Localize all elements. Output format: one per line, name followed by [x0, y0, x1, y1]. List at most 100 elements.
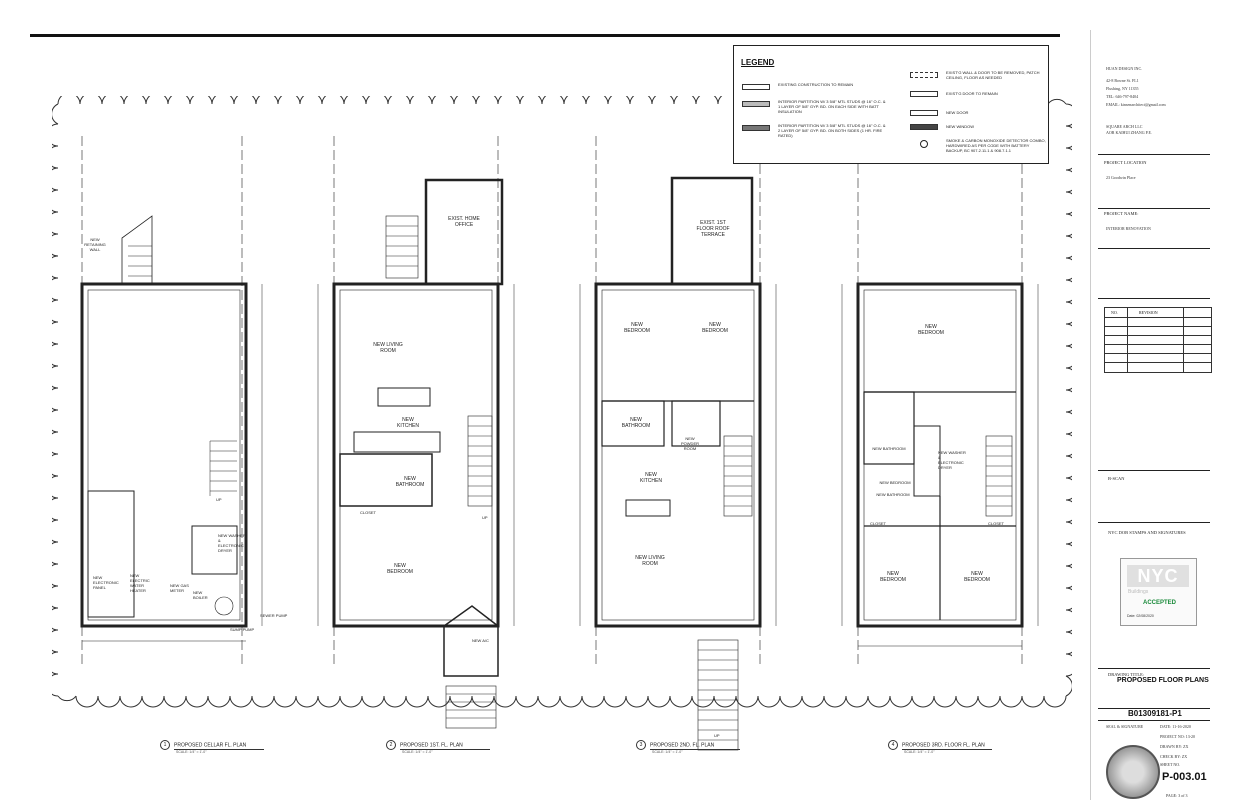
legend-item-1: EXISTING CONSTRUCTION TO REMAIN: [778, 82, 854, 87]
cellar-panel-label: NEW ELECTRONIC PANEL: [93, 575, 119, 590]
cellar-boiler-label: NEW BOILER: [193, 590, 208, 600]
revision-header: REVISION: [1139, 310, 1158, 315]
third-bedroom-2-label: NEW BEDROOM: [879, 480, 911, 485]
third-bathroom-1-label: NEW BATHROOM: [872, 446, 906, 451]
professional-seal-icon: [1106, 745, 1160, 799]
drawn-by-field: DRAWN BY: ZX: [1160, 744, 1189, 749]
plan-number-4: 4: [888, 740, 898, 750]
first-kitchen-label: NEW KITCHEN: [397, 417, 419, 429]
drawing-title-label: DRAWING TITLE:: [1108, 672, 1145, 677]
first-bathroom-label: NEW BATHROOM: [395, 476, 425, 488]
firm-address-1: 42-8 Bowne St. FL1: [1106, 78, 1139, 83]
third-bathroom-2-label: NEW BATHROOM: [876, 492, 910, 497]
plan-number-2: 2: [386, 740, 396, 750]
check-by-field: CHECK BY: ZX: [1160, 754, 1188, 759]
floor-plans-drawing: [52, 96, 1072, 751]
revision-cloud-path: [52, 96, 1072, 708]
legend-title: LEGEND: [741, 58, 775, 67]
legend-item-7: NEW WINDOW: [946, 124, 974, 129]
accepted-stamp: ACCEPTED: [1143, 600, 1177, 606]
job-number: B01309181-P1: [1128, 709, 1182, 718]
legend-item-4: EXIST'G WALL & DOOR TO BE REMOVED, PATCH…: [946, 70, 1040, 80]
revision-table: NO. REVISION: [1104, 307, 1212, 373]
second-terrace-label: EXIST. 1ST FLOOR ROOF TERRACE: [696, 220, 730, 238]
firm-name: HUAN DESIGN INC.: [1106, 66, 1143, 71]
nyc-logo: NYC: [1127, 565, 1189, 587]
firm-address-2: Flushing, NY 11355: [1106, 86, 1139, 91]
stamp-date: Date: 02/08/2020: [1127, 614, 1154, 618]
plan-caption-3: 3 PROPOSED 2ND. FL. PLAN SCALE: 1/4" = 1'…: [636, 740, 740, 754]
second-kitchen-label: NEW KITCHEN: [640, 472, 662, 484]
plan-number-3: 3: [636, 740, 646, 750]
project-name-label: PROJECT NAME:: [1104, 211, 1139, 216]
legend-item-6: NEW DOOR: [946, 110, 969, 115]
first-up-label: UP: [482, 515, 488, 520]
third-bedroom-4-label: NEW BEDROOM: [964, 571, 990, 583]
architect-aor: AOR KAIHUI ZHANG P.E.: [1106, 130, 1152, 135]
second-up-label: UP: [714, 733, 720, 738]
legend-symbol-new-door: [910, 110, 938, 116]
project-location: 23 Goodwin Place: [1106, 175, 1136, 180]
firm-email: EMAIL: kinsenarchitect@gmail.com: [1106, 102, 1166, 107]
revision-no-header: NO.: [1111, 310, 1118, 315]
plan-number-1: 1: [160, 740, 170, 750]
firm-tel: TEL: 646-797-8404: [1106, 94, 1139, 99]
title-block-border: [1090, 30, 1091, 800]
legend-box: LEGEND EXISTING CONSTRUCTION TO REMAIN I…: [733, 45, 1049, 164]
sheet-label: SHEET NO.: [1160, 762, 1181, 767]
plan-scale-2: SCALE: 1/4" = 1'-0": [402, 750, 433, 754]
architect-name: SQUARE ARCH LLC: [1106, 124, 1143, 129]
plan-scale-4: SCALE: 1/4" = 1'-0": [904, 750, 935, 754]
cellar-heater-label: NEW ELECTRIC WATER HEATER: [130, 573, 150, 593]
legend-symbol-existing: [742, 84, 770, 90]
revision-cloud: [52, 96, 1072, 708]
third-floor-plan: [841, 136, 1039, 666]
page-field: PAGE: 3 of 3: [1166, 793, 1188, 798]
first-ac-label: NEW A/C: [472, 638, 489, 643]
plan-scale-1: SCALE: 1/4" = 1'-0": [176, 750, 207, 754]
third-bedroom-3-label: NEW BEDROOM: [880, 571, 906, 583]
legend-symbol-removed: [910, 72, 938, 78]
plan-caption-1-text: PROPOSED CELLAR FL. PLAN: [174, 742, 247, 749]
legend-item-8: SMOKE & CARBON MONOXIDE DETECTOR COMBO, …: [946, 138, 1046, 153]
cellar-sump-pump-label: SUMP PUMP: [230, 627, 255, 632]
plan-caption-4-text: PROPOSED 3RD. FLOOR FL. PLAN: [902, 742, 985, 749]
legend-item-2: INTERIOR PARTITION W/ 3 5/8" MTL STUDS @…: [778, 99, 886, 114]
legend-symbol-new-window: [910, 124, 938, 130]
second-living-room-label: NEW LIVING ROOM: [635, 555, 665, 567]
nyc-dob-stamp: NYC Buildings ACCEPTED Date: 02/08/2020: [1120, 558, 1197, 626]
sheet-number: P-003.01: [1162, 771, 1207, 783]
legend-symbol-fire-partition: [742, 125, 770, 131]
second-bedroom-2-label: NEW BEDROOM: [702, 322, 728, 334]
plan-caption-4: 4 PROPOSED 3RD. FLOOR FL. PLAN SCALE: 1/4…: [888, 740, 992, 754]
bscan-label: B-SCAN: [1108, 476, 1125, 481]
cellar-retaining-wall-label: NEW RETAINING WALL: [84, 237, 106, 252]
cellar-washer-label: NEW WASHER & ELECTRONIC DRYER: [218, 533, 246, 553]
plan-caption-3-text: PROPOSED 2ND. FL. PLAN: [650, 742, 715, 749]
third-closet-2-label: CLOSET: [988, 521, 1005, 526]
legend-item-3: INTERIOR PARTITION W/ 3 5/8" MTL STUDS @…: [778, 123, 886, 138]
first-floor-plan: [317, 136, 515, 729]
cellar-sewer-pump-label: SEWER PUMP: [260, 613, 288, 618]
first-living-room-label: NEW LIVING ROOM: [373, 342, 403, 354]
project-no-field: PROJECT NO: 13-20: [1160, 734, 1196, 739]
first-closet-label: CLOSET: [360, 510, 377, 515]
seal-label: SEAL & SIGNATURE: [1106, 724, 1144, 729]
third-washer-label: NEW WASHER & ELECTRONIC DRYER: [938, 450, 966, 470]
second-powder-room-label: NEW POWDER ROOM: [681, 436, 699, 451]
plan-caption-2-text: PROPOSED 1ST. FL. PLAN: [400, 742, 463, 749]
cellar-plan: [80, 136, 263, 666]
plan-caption-1: 1 PROPOSED CELLAR FL. PLAN SCALE: 1/4" = …: [160, 740, 264, 754]
plan-scale-3: SCALE: 1/4" = 1'-0": [652, 750, 683, 754]
dob-stamps-label: NYC DOB STAMPS AND SIGNATURES: [1108, 530, 1186, 535]
title-block: HUAN DESIGN INC. 42-8 Bowne St. FL1 Flus…: [1098, 30, 1210, 800]
second-floor-plan: [579, 136, 777, 751]
project-location-label: PROJECT LOCATION: [1104, 160, 1147, 165]
project-name: INTERIOR RENOVATION: [1106, 226, 1151, 231]
second-bathroom-label: NEW BATHROOM: [621, 417, 651, 429]
cellar-gas-meter-label: NEW GAS METER: [170, 583, 189, 593]
drawing-title: PROPOSED FLOOR PLANS: [1117, 677, 1209, 684]
smoke-detector-icon: [920, 140, 928, 148]
second-bedroom-1-label: NEW BEDROOM: [624, 322, 650, 334]
